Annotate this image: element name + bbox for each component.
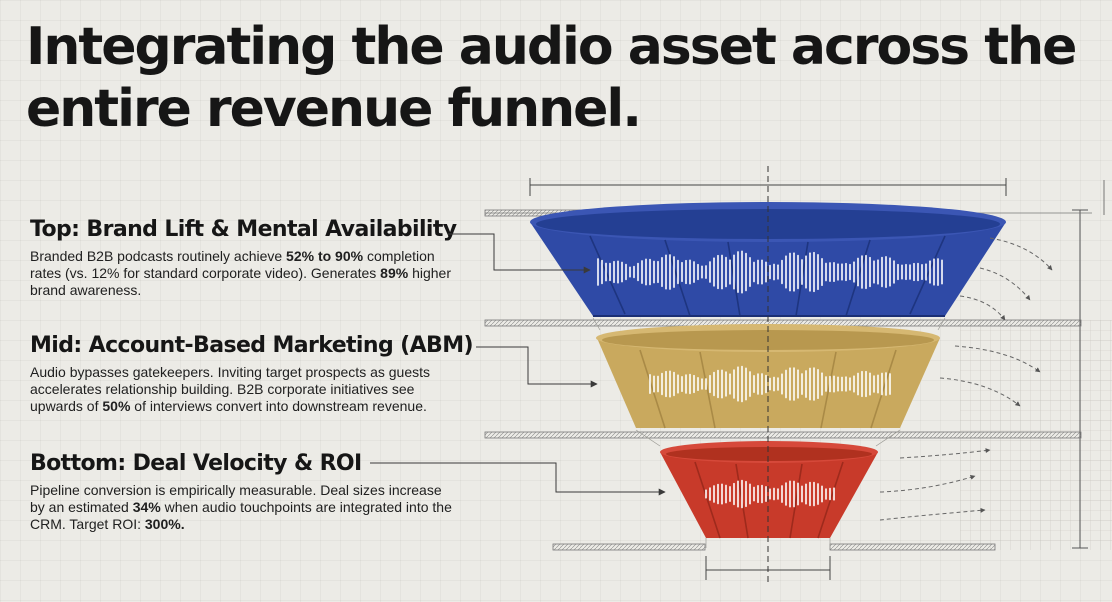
body-text-0: Branded B2B podcasts routinely achieve: [30, 248, 287, 264]
highlight-stat-3: 300%.: [144, 516, 185, 532]
stage-top-heading: Top: Brand Lift & Mental Availability: [30, 217, 457, 242]
flow-arrows: [879, 237, 1053, 521]
highlight-stat-3: 89%: [380, 265, 409, 281]
stage-bottom-heading: Bottom: Deal Velocity & ROI: [30, 451, 362, 476]
vertical-dimension-line: [1072, 180, 1105, 549]
leader-lines: [370, 233, 666, 496]
body-text-2: completion rates (vs. 12% for standard c…: [30, 248, 435, 281]
body-text-4: higher brand awareness.: [30, 265, 452, 298]
highlight-stat-1: 34%: [132, 499, 161, 515]
stage-mid-body: Audio bypasses gatekeepers. Inviting tar…: [30, 364, 460, 415]
funnel-bottom-red: [660, 441, 878, 539]
stage-bottom-body: Pipeline conversion is empirically measu…: [30, 482, 460, 533]
guide-lines: [592, 317, 946, 548]
body-text-2: of interviews convert into downstream re…: [130, 398, 427, 414]
waveform-bottom: [705, 479, 835, 509]
stage-top-body: Branded B2B podcasts routinely achieve 5…: [30, 248, 460, 299]
page-title: Integrating the audio asset across the e…: [26, 17, 1077, 139]
body-text-0: Pipeline conversion is empirically measu…: [30, 482, 442, 515]
waveform-top: [597, 250, 943, 294]
stage-bottom-block: Bottom: Deal Velocity & ROI Pipeline con…: [30, 450, 460, 533]
stage-mid-block: Mid: Account-Based Marketing (ABM) Audio…: [30, 332, 474, 415]
body-text-0: Audio bypasses gatekeepers. Inviting tar…: [30, 364, 431, 414]
highlight-stat-1: 50%: [102, 398, 131, 414]
top-dimension-line: [529, 178, 1007, 196]
highlight-stat-1: 52% to 90%: [286, 248, 364, 264]
stage-mid-heading: Mid: Account-Based Marketing (ABM): [30, 333, 474, 358]
stage-top-block: Top: Brand Lift & Mental Availability Br…: [30, 216, 460, 299]
waveform-mid: [649, 365, 891, 403]
body-text-2: when audio touchpoints are integrated in…: [30, 499, 452, 532]
